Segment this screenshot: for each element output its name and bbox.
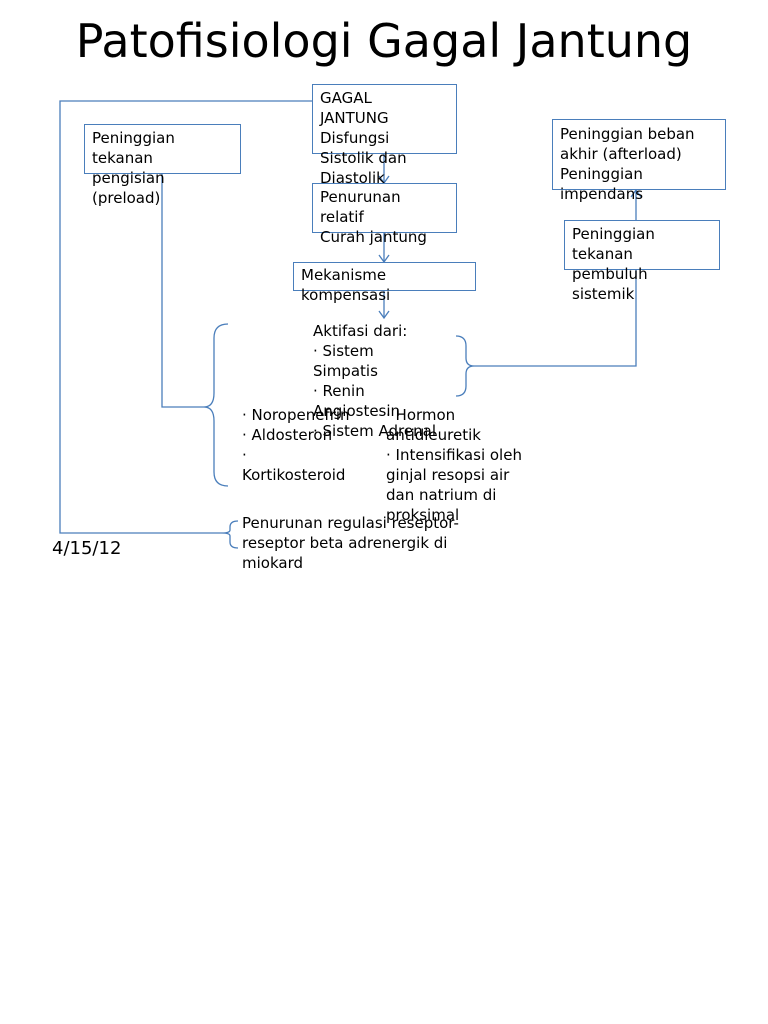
box-afterload — [552, 119, 726, 190]
node-hormon-left: · Noropenefrin · Aldosteron · Kortikoste… — [242, 406, 350, 484]
node-hormon-right: · Hormon antidieuretik · Intensifikasi o… — [386, 406, 522, 524]
node-afterload: Peninggian beban akhir (afterload) Penin… — [560, 125, 695, 203]
node-curah-jantung: Penurunan relatif Curah jantung — [320, 188, 427, 246]
box-preload — [84, 124, 241, 174]
box-gagal-jantung — [312, 84, 457, 154]
node-gagal-jantung: GAGAL JANTUNG Disfungsi Sistolik dan Dia… — [320, 89, 407, 187]
box-kompensasi — [293, 262, 476, 291]
loop-line — [59, 100, 312, 534]
box-pembuluh — [564, 220, 720, 270]
regulasi-brace — [221, 520, 239, 549]
page-title: Patofisiologi Gagal Jantung — [75, 14, 693, 68]
box-curah-jantung — [312, 183, 457, 233]
preload-line — [161, 174, 204, 408]
date-label: 4/15/12 — [52, 538, 122, 559]
line-to-pembuluh — [474, 270, 637, 367]
node-pembuluh: Peninggian tekanan pembuluh sistemik — [572, 225, 655, 303]
node-regulasi: Penurunan regulasi reseptor- reseptor be… — [242, 514, 459, 572]
node-aktifasi: Aktifasi dari: · Sistem Simpatis · Renin… — [313, 322, 436, 440]
right-brace — [455, 335, 475, 397]
node-kompensasi: Mekanisme kompensasi — [301, 266, 391, 304]
left-brace — [203, 323, 229, 487]
node-preload: Peninggian tekanan pengisian (preload) — [92, 129, 175, 207]
